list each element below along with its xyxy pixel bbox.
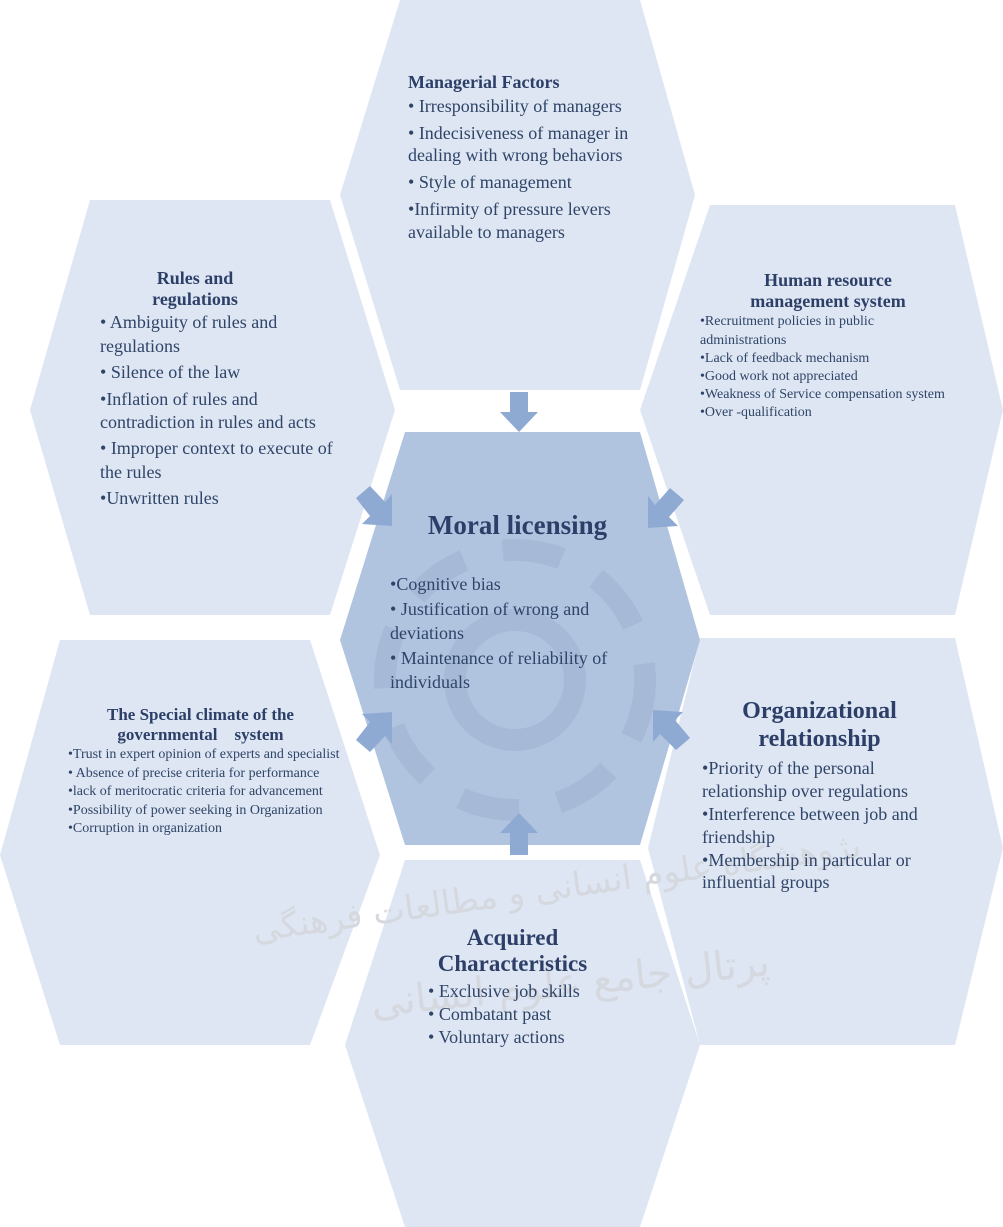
arrow-from-hrm <box>648 488 684 528</box>
list-item: Voluntary actions <box>428 1026 605 1049</box>
special-climate-box: The Special climate of the governmental … <box>68 705 340 838</box>
list-item: Maintenance of reliability of individual… <box>390 647 645 694</box>
special-climate-list: Trust in expert opinion of experts and s… <box>68 746 340 838</box>
list-item: Indecisiveness of manager in dealing wit… <box>408 122 633 168</box>
moral-licensing-box: Moral licensing Cognitive bias Justifica… <box>390 510 645 694</box>
special-climate-title: The Special climate of the governmental … <box>107 705 299 744</box>
list-item: Good work not appreciated <box>700 368 962 386</box>
list-item: Style of management <box>408 171 633 194</box>
list-item: Lack of feedback mechanism <box>700 350 962 368</box>
arrow-from-managerial <box>500 392 538 432</box>
human-resource-box: Human resource management system Recruit… <box>700 270 962 423</box>
list-item: Silence of the law <box>100 361 335 384</box>
human-resource-list: Recruitment policies in public administr… <box>700 313 962 422</box>
rules-regulations-title: Rules and regulations <box>152 268 238 309</box>
moral-licensing-list: Cognitive bias Justification of wrong an… <box>390 573 645 694</box>
arrow-from-rules <box>356 486 392 526</box>
list-item: Interference between job and friendship <box>702 803 964 849</box>
list-item: Improper context to execute of the rules <box>100 437 335 484</box>
hexagon-special-climate <box>0 640 380 1045</box>
list-item: Membership in particular or influential … <box>702 849 964 895</box>
organizational-relationship-title: Organizational relationship <box>742 698 897 752</box>
acquired-characteristics-list: Exclusive job skills Combatant past Volu… <box>428 980 605 1049</box>
managerial-factors-title: Managerial Factors <box>408 72 560 92</box>
list-item: Priority of the personal relationship ov… <box>702 757 964 803</box>
list-item: Unwritten rules <box>100 487 335 510</box>
list-item: Justification of wrong and deviations <box>390 598 645 645</box>
arrow-from-acquired <box>500 813 538 855</box>
list-item: Ambiguity of rules and regulations <box>100 311 335 358</box>
list-item: Corruption in organization <box>68 820 340 838</box>
organizational-relationship-box: Organizational relationship Priority of … <box>702 698 964 894</box>
human-resource-title: Human resource management system <box>750 270 906 311</box>
list-item: Weakness of Service compensation system <box>700 386 962 404</box>
list-item: Over -qualification <box>700 404 962 422</box>
organizational-relationship-list: Priority of the personal relationship ov… <box>702 757 964 894</box>
list-item: Exclusive job skills <box>428 980 605 1003</box>
managerial-factors-box: Managerial Factors Irresponsibility of m… <box>408 72 633 244</box>
list-item: Possibility of power seeking in Organiza… <box>68 802 340 820</box>
list-item: Combatant past <box>428 1003 605 1026</box>
rules-regulations-box: Rules and regulations Ambiguity of rules… <box>100 268 335 511</box>
rules-regulations-list: Ambiguity of rules and regulations Silen… <box>100 311 335 510</box>
list-item: lack of meritocratic criteria for advanc… <box>68 783 340 801</box>
list-item: Inflation of rules and contradiction in … <box>100 388 335 435</box>
list-item: Cognitive bias <box>390 573 645 596</box>
moral-licensing-title: Moral licensing <box>427 510 608 540</box>
list-item: Infirmity of pressure levers available t… <box>408 198 633 244</box>
list-item: Trust in expert opinion of experts and s… <box>68 746 340 764</box>
acquired-characteristics-title: Acquired Characteristics <box>437 925 588 977</box>
acquired-characteristics-box: Acquired Characteristics Exclusive job s… <box>420 925 605 1048</box>
arrow-from-org <box>653 710 690 750</box>
list-item: Recruitment policies in public administr… <box>700 313 962 349</box>
managerial-factors-list: Irresponsibility of managers Indecisiven… <box>408 95 633 244</box>
arrow-from-climate <box>356 712 392 752</box>
list-item: Irresponsibility of managers <box>408 95 633 118</box>
list-item: Absence of precise criteria for performa… <box>68 765 340 783</box>
